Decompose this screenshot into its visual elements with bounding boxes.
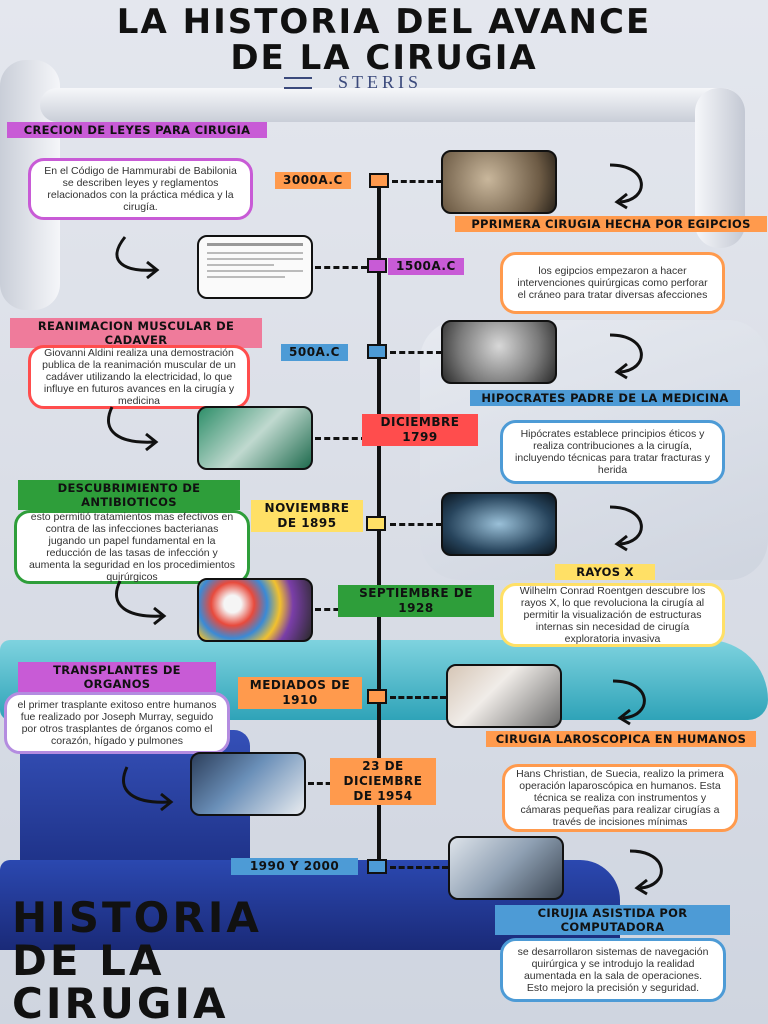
surgical-light-arm — [40, 88, 740, 122]
date-1990-2000: 1990 Y 2000 — [231, 858, 358, 875]
label-computadora: CIRUJIA ASISTIDA POR COMPUTADORA — [495, 905, 730, 935]
timeline-node-3000ac — [369, 173, 389, 188]
desc-transplantes: el primer trasplante exitoso entre human… — [4, 692, 230, 754]
curved-arrow-icon — [609, 333, 643, 380]
date-noviembre-1895: NOVIEMBRE DE 1895 — [251, 500, 363, 532]
label-rayos-x: RAYOS X — [555, 564, 655, 580]
desc-laparoscopica: Hans Christian, de Suecia, realizo la pr… — [502, 764, 738, 832]
skull-photo — [441, 150, 557, 214]
computer-surgery-photo — [448, 836, 564, 900]
title-line-2: DE LA CIRUGIA — [230, 38, 538, 78]
desc-hipocrates: Hipócrates establece principios éticos y… — [500, 420, 725, 484]
connector-1990 — [390, 866, 448, 869]
big-title-line-3: CIRUGIA — [12, 979, 229, 1024]
reanimacion-photo — [197, 406, 313, 470]
desc-leyes-cirugia: En el Código de Hammurabi de Babilonia s… — [28, 158, 253, 220]
timeline-node-1895 — [366, 516, 386, 531]
timeline-node-500ac — [367, 344, 387, 359]
timeline-node-1910 — [367, 689, 387, 704]
transplant-team-photo — [190, 752, 306, 816]
timeline-node-1500ac — [367, 258, 387, 273]
connector-1895 — [390, 523, 442, 526]
label-reanimacion: REANIMACION MUSCULAR DE CADAVER — [10, 318, 262, 348]
label-primera-cirugia: PPRIMERA CIRUGIA HECHA POR EGIPCIOS — [455, 216, 767, 232]
label-leyes-cirugia: CRECION DE LEYES PARA CIRUGIA — [7, 122, 267, 138]
curved-arrow-icon — [629, 849, 663, 896]
date-diciembre-1799: DICIEMBRE 1799 — [362, 414, 478, 446]
curved-arrow-icon — [122, 766, 174, 812]
desc-egipcios: los egipcios empezaron a hacer intervenc… — [500, 252, 725, 314]
document-photo — [197, 235, 313, 299]
connector-500ac — [390, 351, 442, 354]
connector-3000ac — [392, 180, 442, 183]
hipocrates-bust-photo — [441, 320, 557, 384]
label-transplantes: TRANSPLANTES DE ORGANOS — [18, 662, 216, 692]
connector-1799 — [315, 437, 367, 440]
laparoscopy-photo — [446, 664, 562, 728]
steris-logo-icon — [284, 77, 312, 89]
curved-arrow-icon — [609, 163, 643, 210]
connector-1500ac — [315, 266, 367, 269]
desc-rayos-x: Wilhelm Conrad Roentgen descubre los ray… — [500, 583, 725, 647]
label-antibioticos: DESCUBRIMIENTO DE ANTIBIOTICOS — [18, 480, 240, 510]
big-title: HISTORIA DE LA CIRUGIA — [12, 896, 352, 1024]
curved-arrow-icon — [115, 236, 160, 280]
date-mediados-1910: MEDIADOS DE 1910 — [238, 677, 362, 709]
date-500ac: 500A.C — [281, 344, 348, 361]
xray-photo — [441, 492, 557, 556]
date-3000ac: 3000A.C — [275, 172, 351, 189]
timeline-node-1990 — [367, 859, 387, 874]
pills-photo — [197, 578, 313, 642]
big-title-line-2: DE LA — [12, 936, 165, 985]
curved-arrow-icon — [609, 505, 643, 552]
curved-arrow-icon — [107, 406, 159, 452]
brand-logo: STERIS — [337, 72, 422, 92]
date-23-diciembre-1954: 23 DE DICIEMBRE DE 1954 — [330, 758, 436, 805]
desc-antibioticos: esto permitió tratamientos mas efectivos… — [14, 510, 250, 584]
date-1500ac: 1500A.C — [388, 258, 464, 275]
date-septiembre-1928: SEPTIEMBRE DE 1928 — [338, 585, 494, 617]
curved-arrow-icon — [115, 580, 167, 626]
title-line-1: LA HISTORIA DEL AVANCE — [116, 2, 652, 42]
big-title-line-1: HISTORIA — [12, 893, 262, 942]
label-laparoscopica: CIRUGIA LAROSCOPICA EN HUMANOS — [486, 731, 756, 747]
curved-arrow-icon — [612, 679, 646, 726]
page-title: LA HISTORIA DEL AVANCE DE LA CIRUGIA — [0, 4, 768, 76]
desc-reanimacion: Giovanni Aldini realiza una demostración… — [28, 345, 250, 409]
label-hipocrates: HIPOCRATES PADRE DE LA MEDICINA — [470, 390, 740, 406]
connector-1910 — [390, 696, 446, 699]
desc-computadora: se desarrollaron sistemas de navegación … — [500, 938, 726, 1002]
